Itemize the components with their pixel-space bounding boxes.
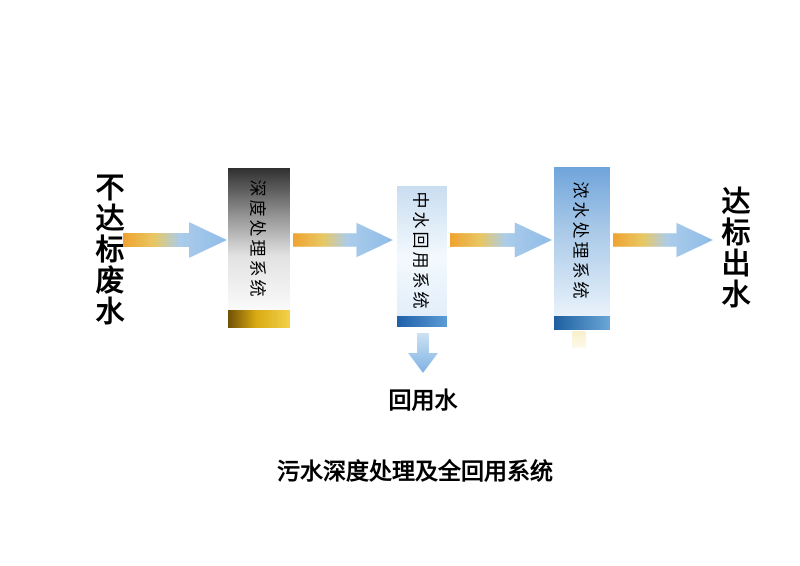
deep-treatment-bottom-bar bbox=[228, 310, 290, 328]
process-box-water-reuse: 中水回用系统 bbox=[397, 186, 447, 327]
concentrate-treatment-bottom-bar bbox=[554, 316, 610, 330]
deep-treatment-label: 深度处理系统 bbox=[247, 179, 267, 299]
water-reuse-bottom-bar bbox=[397, 316, 447, 327]
water-reuse-body: 中水回用系统 bbox=[397, 186, 447, 316]
reuse-water-label: 回用水 bbox=[388, 387, 458, 413]
flow-arrow-shape bbox=[613, 222, 713, 258]
concentrate-treatment-body: 浓水处理系统 bbox=[554, 167, 610, 316]
input-water-label: 不达标废水 bbox=[91, 172, 123, 327]
flow-arrow-4-icon bbox=[613, 222, 713, 258]
flow-arrow-shape bbox=[293, 222, 393, 258]
flow-arrow-shape bbox=[450, 222, 552, 258]
water-reuse-label: 中水回用系统 bbox=[410, 191, 430, 311]
reuse-down-arrow-icon bbox=[408, 333, 438, 373]
flow-arrow-shape bbox=[123, 222, 227, 258]
flow-arrow-1-icon bbox=[123, 222, 227, 258]
deep-treatment-body: 深度处理系统 bbox=[228, 168, 290, 310]
concentrate-treatment-label: 浓水处理系统 bbox=[570, 181, 590, 302]
output-water-label: 达标出水 bbox=[717, 186, 749, 310]
residue-mark bbox=[572, 331, 586, 348]
diagram-title: 污水深度处理及全回用系统 bbox=[277, 458, 553, 484]
flow-arrow-3-icon bbox=[450, 222, 552, 258]
process-box-concentrate-treatment: 浓水处理系统 bbox=[554, 167, 610, 330]
process-box-deep-treatment: 深度处理系统 bbox=[228, 168, 290, 328]
flow-arrow-2-icon bbox=[293, 222, 393, 258]
down-arrow-shape bbox=[408, 333, 438, 373]
